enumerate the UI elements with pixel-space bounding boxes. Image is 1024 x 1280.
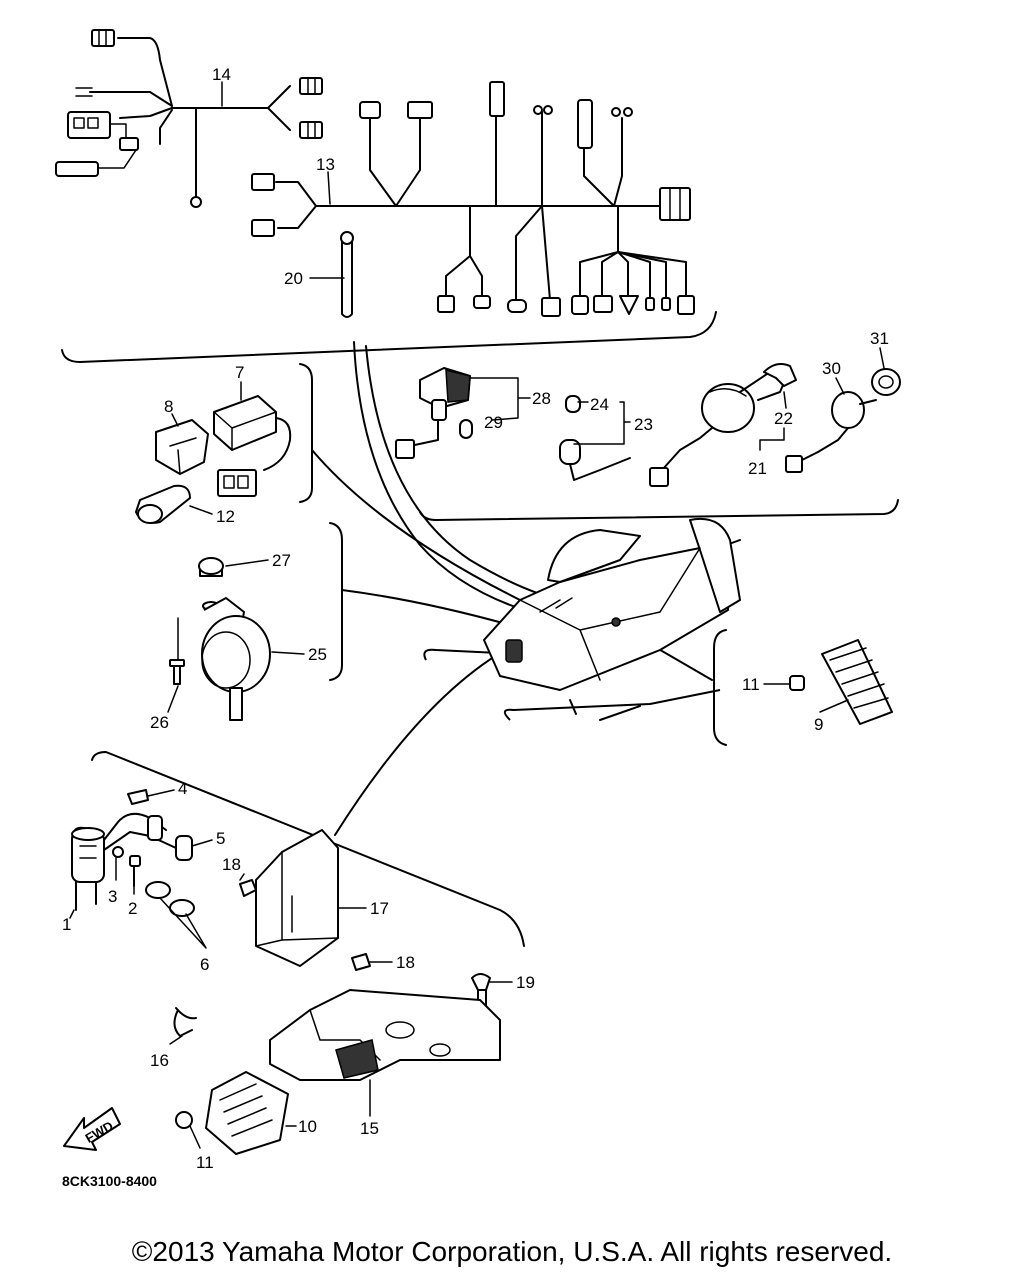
label-9: 9 (814, 715, 823, 734)
label-18-upper: 18 (222, 855, 241, 874)
label-11-upper: 11 (742, 675, 760, 694)
parts-7-8-12 (135, 395, 292, 524)
label-24: 24 (590, 395, 609, 414)
label-28: 28 (532, 389, 551, 408)
label-8: 8 (164, 397, 173, 416)
mounting-parts-10-19 (63, 829, 501, 1155)
label-5: 5 (216, 829, 225, 848)
label-leaders (69, 81, 885, 1149)
label-21: 21 (748, 459, 767, 478)
label-31: 31 (870, 329, 889, 348)
label-23: 23 (634, 415, 653, 434)
snowmobile-illustration (423, 518, 741, 721)
regulator-9 (789, 639, 893, 725)
label-1: 1 (62, 915, 71, 934)
label-10: 10 (298, 1117, 317, 1136)
label-19: 19 (516, 973, 535, 992)
label-3: 3 (108, 887, 117, 906)
label-30: 30 (822, 359, 841, 378)
label-4: 4 (178, 779, 187, 798)
label-18-lower: 18 (396, 953, 415, 972)
switch-parts-21-31 (395, 363, 901, 487)
label-16: 16 (150, 1051, 169, 1070)
label-25: 25 (308, 645, 327, 664)
wire-harness-13 (251, 81, 695, 317)
label-26: 26 (150, 713, 169, 732)
label-7: 7 (235, 363, 244, 382)
label-2: 2 (128, 899, 137, 918)
label-14: 14 (212, 65, 231, 84)
copyright-notice: ©2013 Yamaha Motor Corporation, U.S.A. A… (131, 1236, 893, 1267)
label-6: 6 (200, 955, 209, 974)
label-27: 27 (272, 551, 291, 570)
cable-tie-20 (340, 231, 354, 318)
label-13: 13 (316, 155, 335, 174)
diagram-code: 8CK3100-8400 (62, 1173, 157, 1189)
label-17: 17 (370, 899, 389, 918)
label-22: 22 (774, 409, 793, 428)
horn-25-26-27 (169, 557, 271, 721)
label-15: 15 (360, 1119, 379, 1138)
ignition-coil-parts-1-6 (71, 789, 195, 917)
label-29: 29 (484, 413, 503, 432)
label-12: 12 (216, 507, 235, 526)
label-20: 20 (284, 269, 303, 288)
wire-harness-14 (55, 29, 323, 208)
label-11-lower: 11 (196, 1153, 214, 1172)
